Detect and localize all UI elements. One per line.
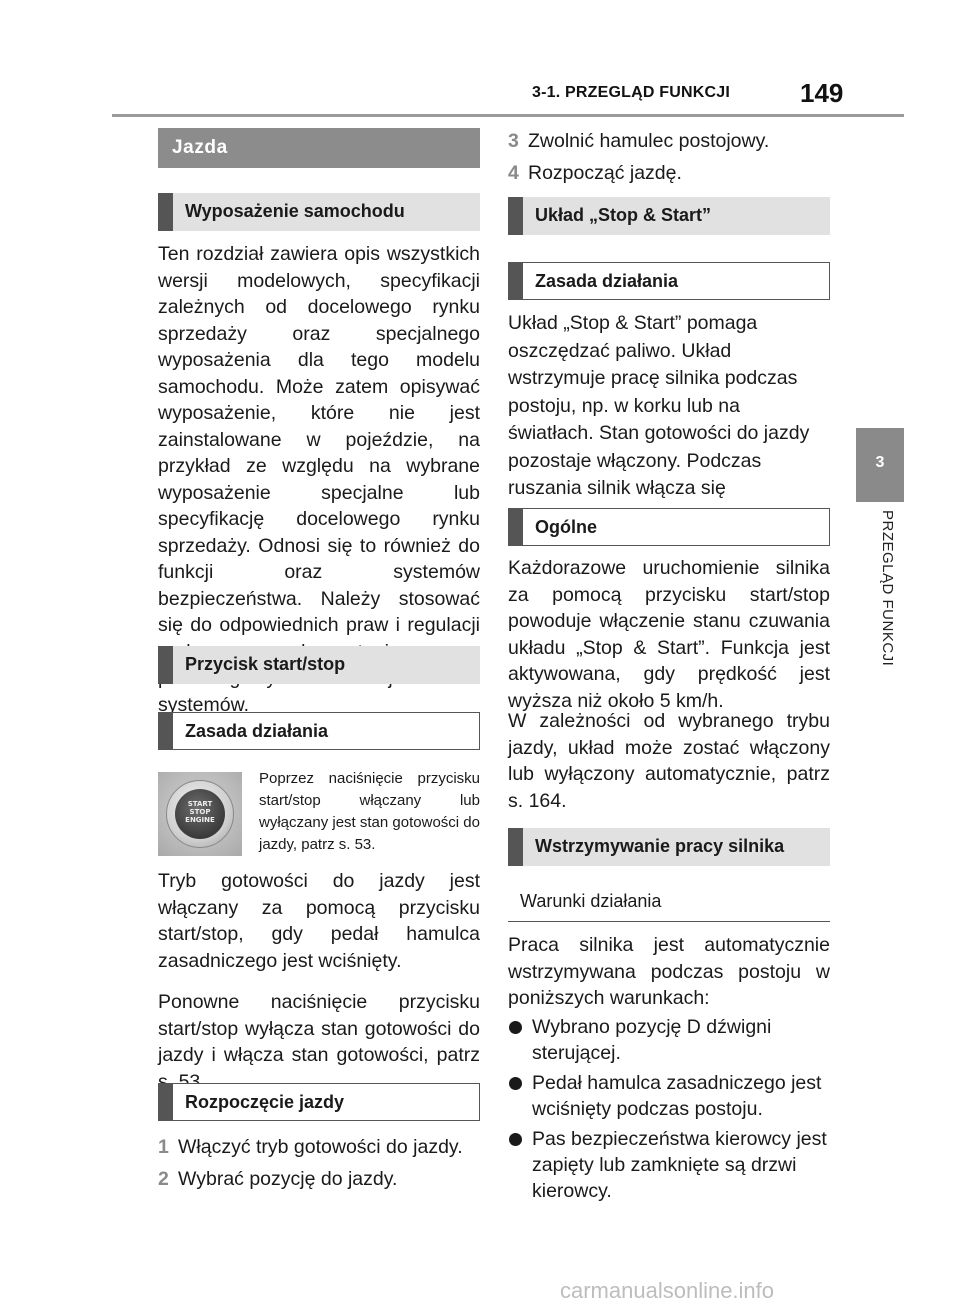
heading-start-driving: Rozpoczęcie jazdy xyxy=(158,1083,480,1121)
general-paragraph-2: W zależności od wybranego trybu jazdy, u… xyxy=(508,710,830,812)
heading-equipment: Wyposażenie samochodu xyxy=(158,193,480,231)
list-item: Wybrano pozycję D dźwigni sterującej. xyxy=(508,1014,830,1066)
bullet-icon xyxy=(509,1021,522,1034)
list-item-text: Pas bezpieczeństwa kierowcy jest zapięty… xyxy=(532,1128,827,1202)
start-stop-button-image: START STOP ENGINE xyxy=(158,772,242,856)
step-number: 3 xyxy=(508,130,519,152)
page-number: 149 xyxy=(800,78,844,108)
list-item: Pas bezpieczeństwa kierowcy jest zapięty… xyxy=(508,1126,830,1204)
bullet-icon xyxy=(509,1077,522,1090)
step-text: Wybrać pozycję do jazdy. xyxy=(178,1168,398,1190)
bullet-icon xyxy=(509,1133,522,1146)
heading-principle-right: Zasada działania xyxy=(508,262,830,300)
step-text: Rozpocząć jazdę. xyxy=(528,162,682,184)
header-divider xyxy=(112,114,904,117)
ready-on-paragraph: Tryb gotowości do jazdy jest włączany za… xyxy=(158,870,480,972)
button-label-stop: STOP xyxy=(189,808,211,816)
equipment-paragraph: Ten rozdział zawiera opis wszystkich wer… xyxy=(158,243,480,716)
heading-principle-left: Zasada działania xyxy=(158,712,480,750)
step-item: 2 Wybrać pozycję do jazdy. xyxy=(158,1166,480,1192)
heading-engine-stop: Wstrzymywanie pracy silnika xyxy=(508,828,830,866)
step-item: 4 Rozpocząć jazdę. xyxy=(508,160,830,186)
list-item: Pedał hamulca zasadniczego jest wciśnięt… xyxy=(508,1070,830,1122)
step-text: Zwolnić hamulec postojowy. xyxy=(528,130,770,152)
button-bezel: START STOP ENGINE xyxy=(166,780,234,848)
step-number: 1 xyxy=(158,1136,169,1158)
general-paragraph-1: Każdorazowe uruchomienie silnika za pomo… xyxy=(508,557,830,712)
heading-stop-start: Układ „Stop & Start” xyxy=(508,197,830,235)
list-item-text: Pedał hamulca zasadniczego jest wciśnięt… xyxy=(532,1072,822,1120)
heading-general: Ogólne xyxy=(508,508,830,546)
button-label-start: START xyxy=(187,800,213,808)
watermark: carmanualsonline.info xyxy=(560,1278,775,1303)
stop-start-principle-paragraph: Układ „Stop & Start” pomaga oszczędzać p… xyxy=(508,312,810,527)
button-face: START STOP ENGINE xyxy=(175,789,225,839)
step-text: Włączyć tryb gotowości do jazdy. xyxy=(178,1136,463,1158)
step-number: 2 xyxy=(158,1168,169,1190)
step-number: 4 xyxy=(508,162,519,184)
conditions-paragraph: Praca silnika jest automatycznie wstrzym… xyxy=(508,934,830,1009)
button-label-engine: ENGINE xyxy=(185,816,215,824)
heading-conditions: Warunki działania xyxy=(508,882,830,922)
step-item: 3 Zwolnić hamulec postojowy. xyxy=(508,128,830,154)
chapter-tab: 3 xyxy=(856,428,904,502)
section-title: 3-1. PRZEGLĄD FUNKCJI xyxy=(532,84,730,101)
heading-start-stop-button: Przycisk start/stop xyxy=(158,646,480,684)
chapter-tab-label: PRZEGLĄD FUNKCJI xyxy=(879,510,896,667)
button-caption: Poprzez naciśnięcie przycisku start/stop… xyxy=(259,770,480,853)
chapter-title: Jazda xyxy=(158,128,480,168)
ready-off-paragraph: Ponowne naciśnięcie przycisku start/stop… xyxy=(158,991,480,1093)
list-item-text: Wybrano pozycję D dźwigni sterującej. xyxy=(532,1016,772,1064)
step-item: 1 Włączyć tryb gotowości do jazdy. xyxy=(158,1134,480,1160)
